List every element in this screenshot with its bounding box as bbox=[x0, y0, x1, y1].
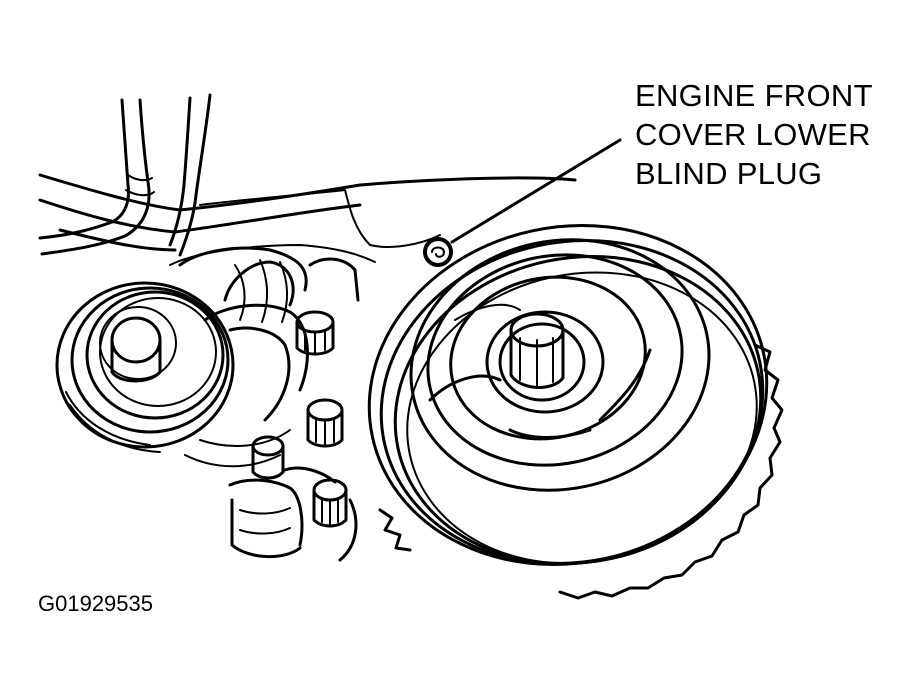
blind-plug bbox=[423, 237, 453, 267]
bolt-lower-left bbox=[251, 435, 285, 480]
lower-housing bbox=[228, 466, 358, 562]
coolant-hose bbox=[38, 93, 212, 257]
crankshaft-hub bbox=[485, 310, 605, 414]
callout-label: ENGINE FRONT COVER LOWER BLIND PLUG bbox=[635, 76, 873, 193]
bolt-middle bbox=[306, 398, 344, 448]
timing-reluctor-ring bbox=[378, 343, 784, 600]
callout-line-1: ENGINE FRONT bbox=[635, 78, 873, 113]
callout-leader-line bbox=[450, 138, 622, 244]
figure-id: G01929535 bbox=[38, 591, 153, 616]
bolt-upper bbox=[295, 310, 335, 356]
callout-line-2: COVER LOWER bbox=[635, 117, 871, 152]
bolt-lower-right bbox=[312, 478, 348, 528]
engine-upper-body bbox=[38, 173, 577, 266]
idler-pulley bbox=[55, 281, 235, 453]
callout-line-3: BLIND PLUG bbox=[635, 156, 823, 191]
tensioner-bracket bbox=[178, 246, 360, 468]
crankshaft-pulley bbox=[367, 223, 769, 567]
